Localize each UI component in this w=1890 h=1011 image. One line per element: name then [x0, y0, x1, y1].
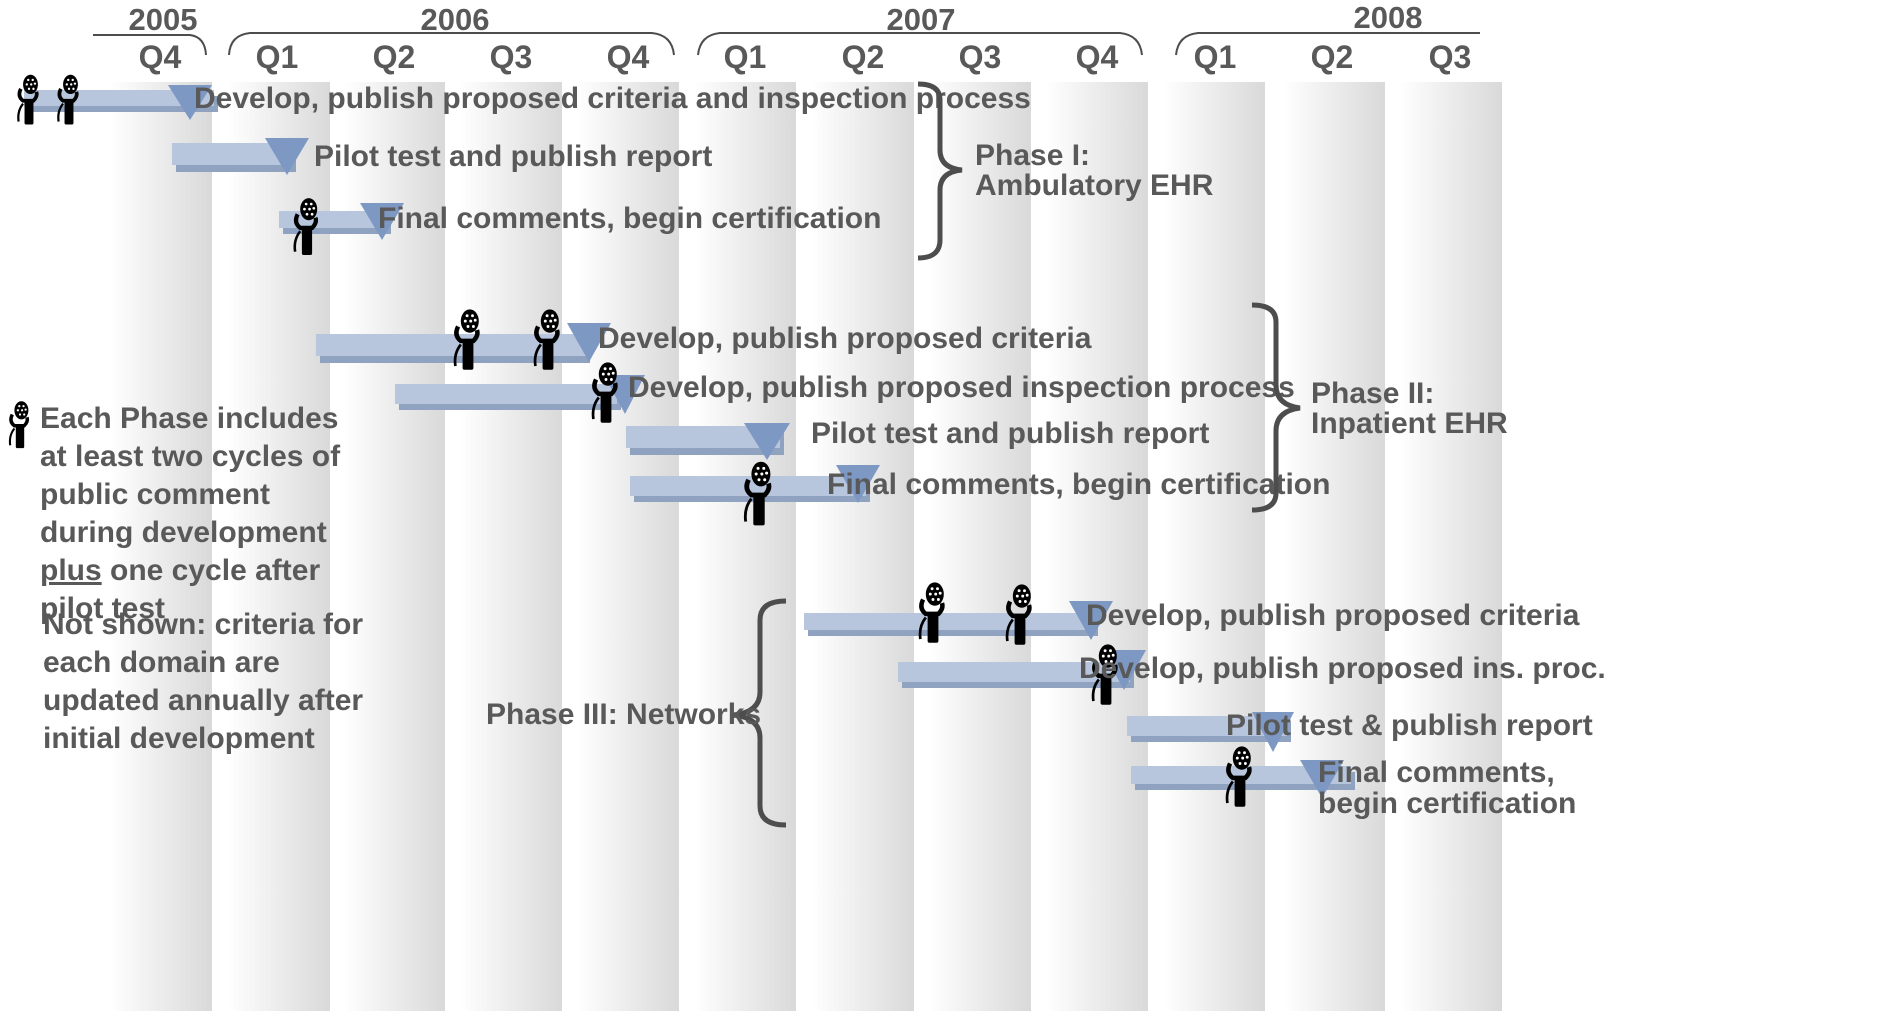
triangle-milestone-icon [567, 323, 611, 362]
phase3-brace [733, 598, 787, 828]
year-bracket-2007 [697, 32, 1143, 56]
triangle-milestone-icon [1252, 712, 1294, 752]
triangle-milestone-icon [836, 465, 880, 503]
year-bracket-2008 [1175, 32, 1480, 56]
quarter-label: Q3 [959, 39, 1002, 75]
task-bar [316, 334, 590, 363]
quarter-label: Q1 [1194, 39, 1237, 75]
quarter-column [1046, 82, 1148, 1011]
quarter-column [343, 82, 445, 1011]
note-emphasis: plus [40, 554, 102, 587]
task-label: begin certification [1318, 787, 1576, 820]
quarter-label: Q2 [1311, 39, 1354, 75]
microphone-speaker-icon [56, 74, 80, 126]
year-label: 2005 [129, 2, 198, 37]
task-bar [898, 662, 1134, 688]
quarter-column [929, 82, 1031, 1011]
task-label: Pilot test & publish report [1226, 709, 1593, 742]
quarter-label: Q4 [1076, 39, 1119, 75]
phase1-label: Phase I: [975, 139, 1090, 172]
year-label: 2006 [421, 2, 490, 37]
quarter-label: Q2 [842, 39, 885, 75]
phase3-label: Phase III: Networks [486, 698, 761, 731]
task-bar [172, 143, 296, 172]
quarter-column [110, 82, 212, 1011]
microphone-speaker-icon [8, 400, 31, 450]
quarter-column [812, 82, 914, 1011]
quarter-label: Q3 [490, 39, 533, 75]
triangle-milestone-icon [360, 203, 404, 240]
quarter-label: Q4 [139, 39, 182, 75]
quarter-column [460, 82, 562, 1011]
quarter-column [1400, 82, 1502, 1011]
quarter-column [228, 82, 330, 1011]
year-bracket-2005 [93, 34, 207, 56]
triangle-milestone-icon [265, 138, 309, 175]
task-bar [1127, 716, 1291, 742]
quarter-label: Q2 [373, 39, 416, 75]
quarter-label: Q3 [1429, 39, 1472, 75]
task-bar [804, 613, 1098, 636]
phase1-brace [917, 81, 963, 261]
task-label: Final comments, begin certification [827, 468, 1330, 501]
task-label: Develop, publish proposed criteria and i… [194, 82, 1031, 115]
quarter-column [577, 82, 679, 1011]
note-text: one cycle after pilot test [40, 554, 321, 625]
quarter-label: Q1 [256, 39, 299, 75]
year-brackets [93, 32, 1480, 56]
year-label: 2007 [887, 2, 956, 37]
public-comment-note: Each Phase includes at least two cycles … [40, 400, 370, 628]
triangle-milestone-icon [168, 85, 212, 120]
phase2-brace [1251, 302, 1301, 513]
note-text: Each Phase includes at least two cycles … [40, 402, 341, 549]
quarter-columns [110, 82, 1502, 1011]
quarter-label: Q1 [724, 39, 767, 75]
task-label: Develop, publish proposed inspection pro… [628, 371, 1295, 404]
task-label: Final comments, begin certification [378, 202, 881, 235]
task-bars [24, 90, 1355, 790]
quarter-column [1283, 82, 1385, 1011]
quarter-column [694, 82, 796, 1011]
task-label: Develop, publish proposed criteria [598, 322, 1092, 355]
microphone-speaker-icon [16, 74, 40, 126]
triangle-milestone-icon [744, 423, 790, 460]
year-bracket-2006 [228, 32, 675, 56]
task-bar [395, 384, 621, 410]
task-label: Final comments, [1318, 756, 1555, 789]
task-label: Develop, publish proposed criteria [1086, 599, 1580, 632]
quarter-label: Q4 [607, 39, 650, 75]
triangle-milestone-icon [1300, 760, 1344, 798]
phase2-label: Inpatient EHR [1311, 407, 1508, 440]
phase1-label: Ambulatory EHR [975, 169, 1214, 202]
phase2-label: Phase II: [1311, 377, 1434, 410]
task-label: Develop, publish proposed ins. proc. [1079, 652, 1606, 685]
triangle-milestone-icon [1069, 601, 1113, 640]
not-shown-note: Not shown: criteria for each domain are … [43, 608, 364, 755]
task-label: Pilot test and publish report [314, 140, 712, 173]
task-label: Pilot test and publish report [811, 417, 1209, 450]
phase-braces [733, 81, 1301, 828]
quarter-column [1163, 82, 1265, 1011]
year-label: 2008 [1354, 0, 1423, 35]
task-bar [626, 426, 784, 455]
